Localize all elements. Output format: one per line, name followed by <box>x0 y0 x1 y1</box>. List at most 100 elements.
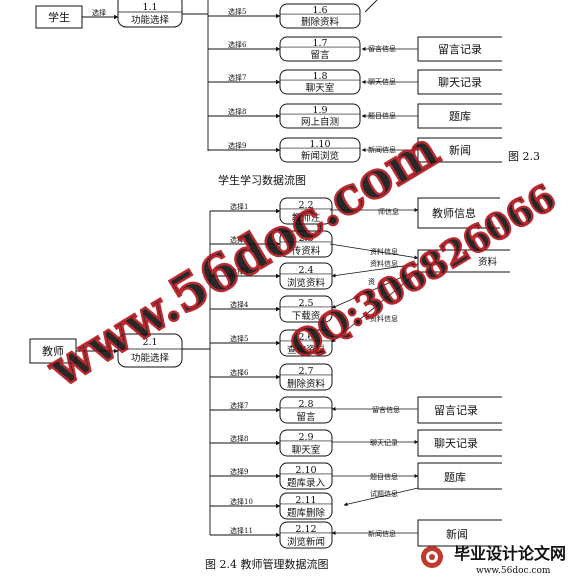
teacher-process-name: 删除资料 <box>287 378 326 390</box>
svg-text:资料信息: 资料信息 <box>370 314 398 323</box>
student-process-id: 1.7 <box>312 38 327 49</box>
student-store-label: 题库 <box>449 110 471 123</box>
watermark-site: www.56doc.com <box>37 119 449 399</box>
student-hub-process <box>117 0 183 28</box>
teacher-process-name: 聊天室 <box>292 444 321 456</box>
student-process-box <box>279 36 361 62</box>
student-actor-label: 学生 <box>48 10 70 24</box>
student-edge-label: 选择7 <box>228 73 246 82</box>
student-store-label: 新闻 <box>449 143 471 157</box>
student-process-id: 1.6 <box>312 5 327 16</box>
svg-text:师信息: 师信息 <box>378 207 399 216</box>
teacher-edge-label: 选择9 <box>230 467 248 476</box>
student-store-label: 留言记录 <box>438 43 482 56</box>
teacher-store-materials: 资料 <box>417 249 510 273</box>
teacher-process-box <box>279 363 333 391</box>
student-process-id: 1.8 <box>312 71 327 82</box>
svg-text:资料信息: 资料信息 <box>370 259 398 268</box>
teacher-process-id: 2.2 <box>298 200 313 211</box>
teacher-process-id: 2.11 <box>295 495 316 506</box>
student-edge-label: 选择8 <box>228 107 246 116</box>
site-logo: 毕业设计论文网 www.56doc.com <box>421 544 566 576</box>
student-edge-label: 选择9 <box>228 141 246 150</box>
teacher-process-id: 2.4 <box>298 265 313 276</box>
student-flow-label: 新闻信息 <box>368 145 396 154</box>
teacher-process-name: 题库录入 <box>287 477 326 489</box>
teacher-process-name: 浏览新闻 <box>287 536 325 548</box>
logo-title: 毕业设计论文网 <box>454 544 566 563</box>
teacher-process-name: 传资料 <box>292 245 321 257</box>
teacher-store-question-bank: 题库 <box>417 462 502 490</box>
teacher-process-name: 查询资料 <box>287 344 326 356</box>
student-store-label: 聊天记录 <box>438 75 482 89</box>
teacher-edge-label: 选择5 <box>230 334 248 343</box>
teacher-store-news: 新闻 <box>417 519 502 547</box>
student-data-store <box>417 36 502 62</box>
student-process-id: 1.9 <box>312 105 327 116</box>
teacher-hub-process <box>117 333 183 368</box>
teacher-process-id: 2.8 <box>298 399 313 410</box>
svg-text:资: 资 <box>368 277 375 286</box>
teacher-row: 选择7 2.8留言 <box>210 396 333 424</box>
teacher-edge-label: 选择6 <box>230 368 249 377</box>
teacher-flows: 师信息 资料信息 资料信息 资 资料信息 留言信息 聊天记录 题目信息 试题信息… <box>329 207 419 538</box>
teacher-hub-name: 功能选择 <box>131 352 170 364</box>
svg-text:新闻信息: 新闻信息 <box>368 529 396 538</box>
teacher-edge-label: 选择3 <box>230 267 248 276</box>
student-edge-label: 选择5 <box>228 7 246 16</box>
teacher-edge-label: 选择4 <box>230 300 249 309</box>
svg-text:留言信息: 留言信息 <box>372 405 400 414</box>
teacher-process-id: 2.5 <box>298 298 313 309</box>
student-process-box <box>279 3 361 29</box>
student-data-store <box>417 69 502 95</box>
teacher-actor-label: 教师 <box>42 345 64 358</box>
teacher-process-id: 2.3 <box>298 233 313 244</box>
student-process-name: 网上自测 <box>301 116 339 128</box>
teacher-store-teacher-info: 教师信息 <box>417 197 500 229</box>
teacher-process-box <box>279 492 333 520</box>
teacher-process-box <box>279 329 333 357</box>
student-caption: 学生学习数据流图 <box>218 173 306 187</box>
svg-text:教师信息: 教师信息 <box>432 206 476 220</box>
student-process-id: 1.10 <box>309 139 330 150</box>
svg-text:资料信息: 资料信息 <box>370 247 398 256</box>
teacher-process-name: 留言 <box>296 411 316 423</box>
teacher-process-id: 2.9 <box>298 432 313 443</box>
teacher-edge-label: 选择11 <box>230 526 253 535</box>
teacher-edge-label: 选择7 <box>230 401 248 410</box>
svg-text:题库: 题库 <box>444 471 466 484</box>
student-process-box <box>279 137 361 163</box>
student-figure-number: 图 2.3 <box>508 150 540 163</box>
student-hub-name: 功能选择 <box>131 14 170 26</box>
svg-text:资料: 资料 <box>478 256 498 268</box>
teacher-process-id: 2.7 <box>298 366 313 377</box>
teacher-edge-label: 选择10 <box>230 497 253 506</box>
student-process-name: 留言 <box>310 49 330 61</box>
student-process-name: 新闻浏览 <box>301 150 339 162</box>
student-actor-edge-label: 选择 <box>92 8 106 17</box>
student-flow-label: 聊天信息 <box>368 77 396 86</box>
teacher-process-id: 2.12 <box>295 524 316 535</box>
student-data-store <box>417 103 502 129</box>
teacher-edge-label: 选择8 <box>230 434 248 443</box>
teacher-process-name: 教师注 <box>292 212 321 224</box>
teacher-process-name: 题库删除 <box>287 507 326 519</box>
teacher-process-box <box>279 521 333 549</box>
svg-text:聊天记录: 聊天记录 <box>434 436 478 450</box>
logo-url: www.56doc.com <box>476 566 551 576</box>
